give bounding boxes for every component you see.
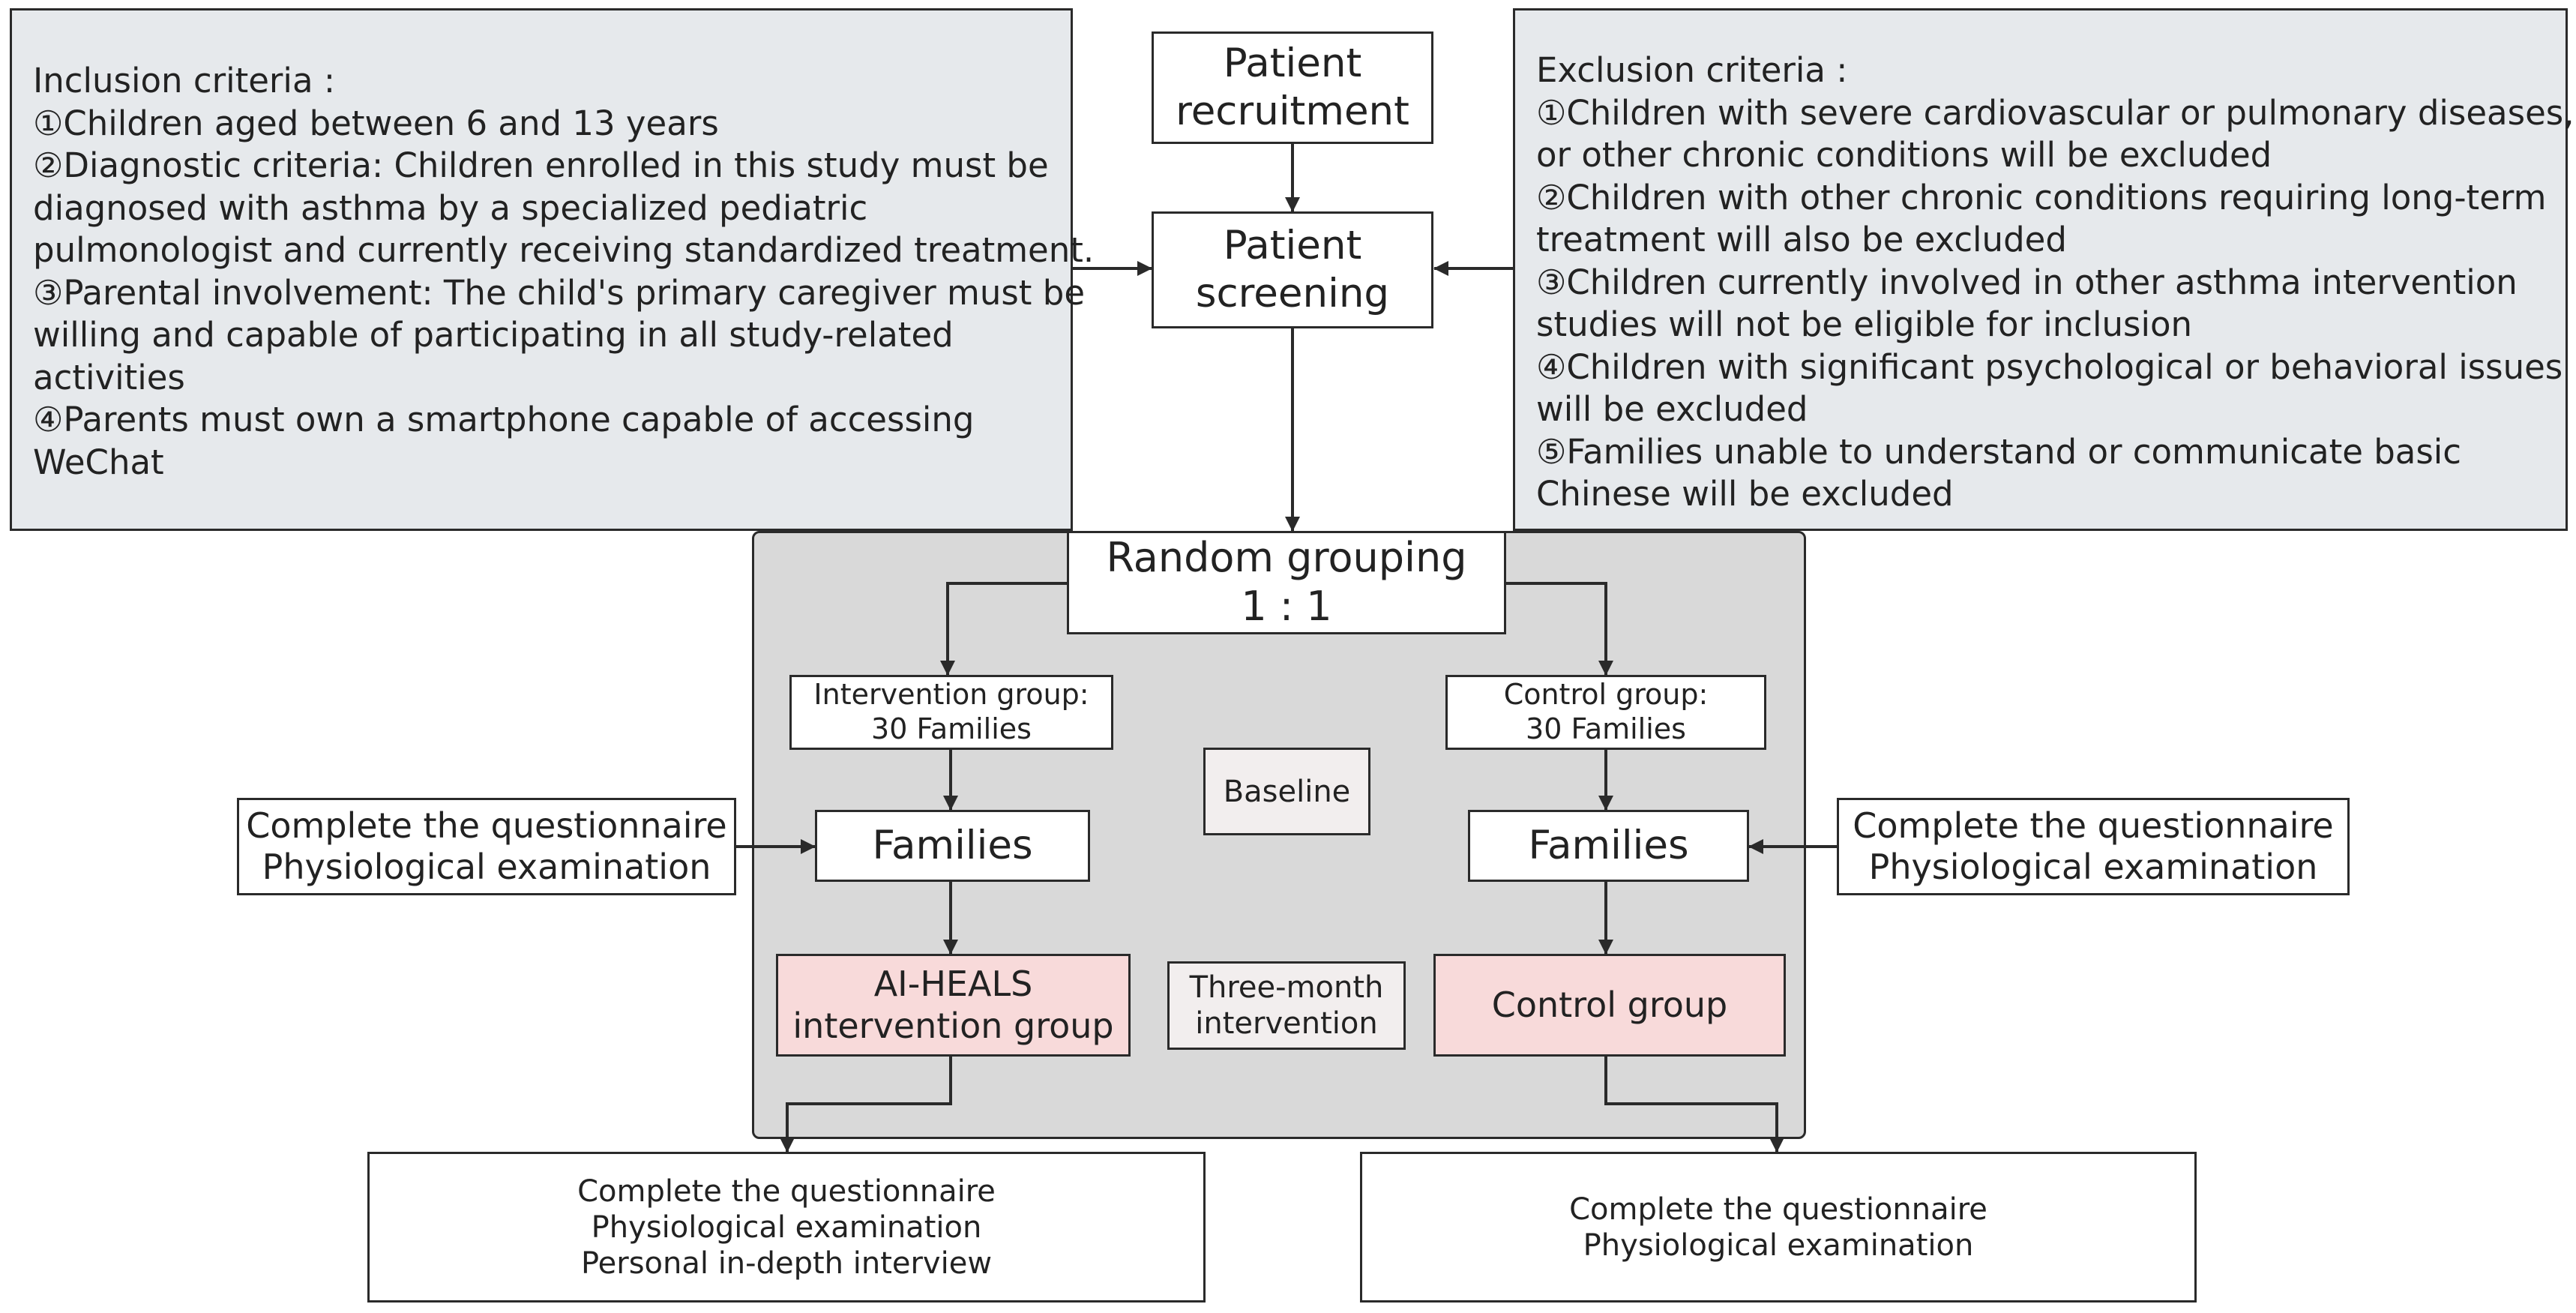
- final-left-line-3: Personal in-depth interview: [580, 1246, 993, 1281]
- inclusion-criteria-box: Inclusion criteria : ①Children aged betw…: [10, 8, 1095, 531]
- questionnaire-right-box: Complete the questionnaire Physiological…: [1837, 798, 2350, 895]
- final-assessment-right-box: Complete the questionnaire Physiological…: [1360, 1152, 2197, 1303]
- families-left-label: Families: [872, 823, 1033, 869]
- exclusion-line: ③Children currently involved in other as…: [1536, 262, 2518, 302]
- arrow-random-to-control: [1506, 582, 1613, 676]
- random-grouping-box: Random grouping 1 : 1: [1067, 531, 1506, 634]
- final-assessment-left-box: Complete the questionnaire Physiological…: [367, 1152, 1206, 1303]
- control-group-intervention-box: Control group: [1433, 954, 1786, 1057]
- intervention-group-count: 30 Families: [871, 712, 1032, 745]
- families-intervention-box: Families: [815, 810, 1090, 882]
- patient-screening-box: Patient screening: [1152, 211, 1433, 328]
- exclusion-line: or other chronic conditions will be excl…: [1536, 135, 2272, 175]
- arrow-random-to-intervention: [940, 582, 1067, 676]
- final-left-line-1: Complete the questionnaire: [577, 1174, 996, 1209]
- exclusion-line: studies will not be eligible for inclusi…: [1536, 304, 2193, 344]
- inclusion-line: willing and capable of participating in …: [33, 315, 954, 355]
- ai-heals-intervention-box: AI-HEALS intervention group: [776, 954, 1131, 1057]
- exclusion-line: will be excluded: [1536, 389, 1808, 429]
- exclusion-line: ②Children with other chronic conditions …: [1536, 177, 2547, 217]
- exclusion-line: ①Children with severe cardiovascular or …: [1536, 92, 2575, 133]
- inclusion-line: ④Parents must own a smartphone capable o…: [33, 400, 975, 439]
- three-month-box: Three-month intervention: [1167, 961, 1406, 1050]
- families-control-box: Families: [1468, 810, 1749, 882]
- exclusion-line: treatment will also be excluded: [1536, 220, 2067, 259]
- exclusion-line: ④Children with significant psychological…: [1536, 346, 2563, 387]
- q-left-line-2: Physiological examination: [262, 847, 711, 887]
- inclusion-line: ③Parental involvement: The child's prima…: [33, 272, 1085, 313]
- final-right-line-2: Physiological examination: [1583, 1228, 1974, 1263]
- inclusion-line: ①Children aged between 6 and 13 years: [33, 103, 719, 143]
- three-month-line-2: intervention: [1195, 1006, 1378, 1041]
- inclusion-title: Inclusion criteria :: [33, 61, 335, 100]
- inclusion-line: pulmonologist and currently receiving st…: [33, 230, 1095, 270]
- arrow-aiheals-to-final: [780, 1057, 952, 1153]
- control-group-title: Control group:: [1503, 678, 1709, 712]
- exclusion-title: Exclusion criteria :: [1536, 50, 1848, 90]
- final-left-line-2: Physiological examination: [591, 1210, 982, 1245]
- ai-heals-line-2: intervention group: [792, 1005, 1114, 1046]
- random-ratio: 1 : 1: [1241, 583, 1332, 630]
- inclusion-line: ②Diagnostic criteria: Children enrolled …: [33, 145, 1049, 185]
- three-month-line-1: Three-month: [1189, 970, 1384, 1005]
- random-grouping-title: Random grouping: [1106, 534, 1467, 582]
- exclusion-line: ⑤Families unable to understand or commun…: [1536, 431, 2462, 472]
- families-right-label: Families: [1528, 823, 1689, 869]
- ai-heals-line-1: AI-HEALS: [873, 964, 1033, 1005]
- intervention-group-box: Intervention group: 30 Families: [789, 675, 1113, 750]
- intervention-group-title: Intervention group:: [813, 678, 1089, 712]
- baseline-label: Baseline: [1223, 774, 1351, 809]
- q-right-line-2: Physiological examination: [1868, 847, 2318, 887]
- patient-recruitment-box: Patient recruitment: [1152, 31, 1433, 144]
- baseline-box: Baseline: [1203, 748, 1370, 835]
- q-left-line-1: Complete the questionnaire: [246, 805, 727, 846]
- inclusion-line: diagnosed with asthma by a specialized p…: [33, 187, 868, 228]
- arrow-control-to-final: [1604, 1057, 1784, 1153]
- control-box-label: Control group: [1491, 984, 1728, 1025]
- screening-line-2: screening: [1195, 271, 1390, 316]
- inclusion-line: WeChat: [33, 442, 164, 482]
- q-right-line-1: Complete the questionnaire: [1853, 805, 2334, 846]
- control-group-box: Control group: 30 Families: [1445, 675, 1766, 750]
- exclusion-criteria-box: Exclusion criteria : ①Children with seve…: [1513, 8, 2575, 531]
- recruitment-line-2: recruitment: [1176, 88, 1409, 134]
- recruitment-line-1: Patient: [1223, 40, 1362, 87]
- screening-line-1: Patient: [1223, 223, 1362, 269]
- inclusion-line: activities: [33, 357, 185, 397]
- final-right-line-1: Complete the questionnaire: [1569, 1192, 1987, 1227]
- control-group-count: 30 Families: [1526, 712, 1686, 745]
- exclusion-line: Chinese will be excluded: [1536, 474, 1954, 514]
- questionnaire-left-box: Complete the questionnaire Physiological…: [237, 798, 736, 895]
